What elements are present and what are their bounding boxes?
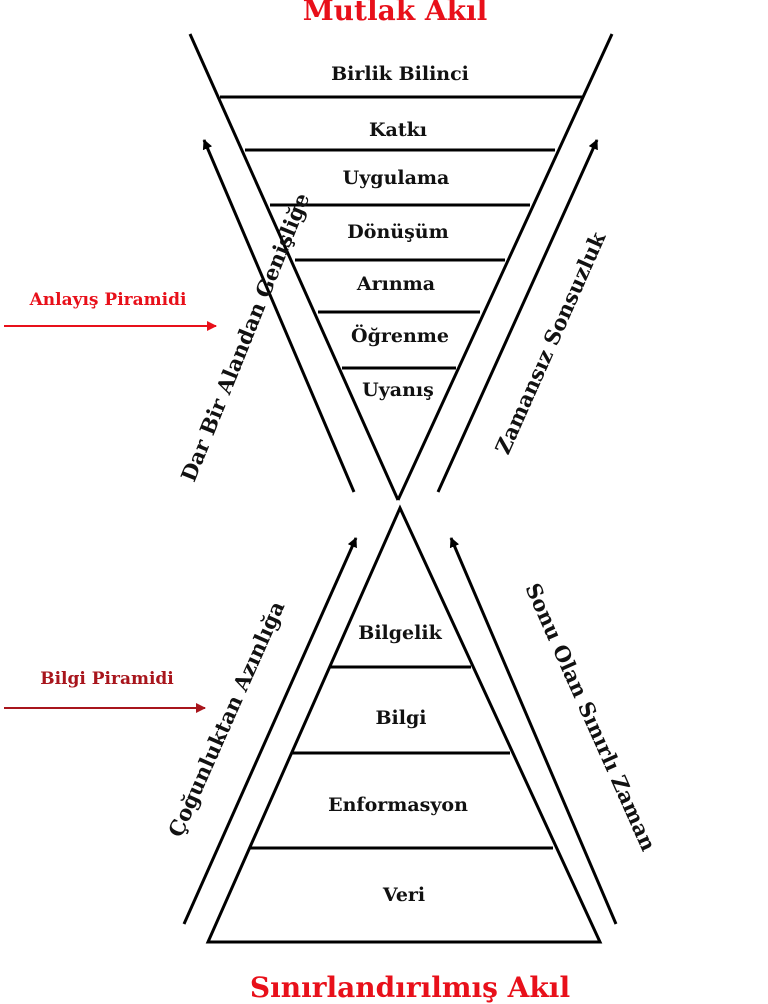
upper-pyramid-left-edge	[188, 33, 400, 501]
level-donusum: Dönüşüm	[347, 221, 448, 243]
upper-left-arrow	[202, 139, 356, 493]
lower-pyramid-outline	[205, 504, 603, 944]
lower-right-arrow	[449, 537, 618, 925]
side-arrows	[182, 139, 618, 925]
bottom-title: Sınırlandırılmış Akıl	[250, 971, 570, 1004]
level-arinma: Arınma	[356, 273, 435, 295]
upper-pyramid-dividers	[220, 95, 582, 370]
level-veri: Veri	[382, 884, 425, 906]
upper-pyramid-levels: Birlik Bilinci Katkı Uygulama Dönüşüm Ar…	[331, 63, 469, 401]
upper-right-arrow	[436, 139, 599, 493]
level-katki: Katkı	[369, 119, 427, 141]
level-ogrenme: Öğrenme	[351, 324, 449, 347]
level-birlik-bilinci: Birlik Bilinci	[331, 63, 469, 85]
level-enformasyon: Enformasyon	[328, 794, 468, 816]
bilgi-piramidi-label: Bilgi Piramidi	[40, 669, 174, 689]
anlayis-piramidi-label: Anlayış Piramidi	[29, 290, 187, 310]
level-bilgi: Bilgi	[376, 707, 427, 729]
level-bilgelik: Bilgelik	[358, 622, 442, 644]
lower-pyramid-levels: Bilgelik Bilgi Enformasyon Veri	[328, 622, 468, 906]
top-title: Mutlak Akıl	[303, 0, 488, 27]
lower-left-arrow	[182, 537, 358, 925]
upper-pyramid-right-edge	[396, 33, 614, 501]
lower-pyramid-dividers	[249, 665, 553, 850]
level-uyanis: Uyanış	[362, 379, 434, 401]
level-uygulama: Uygulama	[343, 167, 450, 189]
